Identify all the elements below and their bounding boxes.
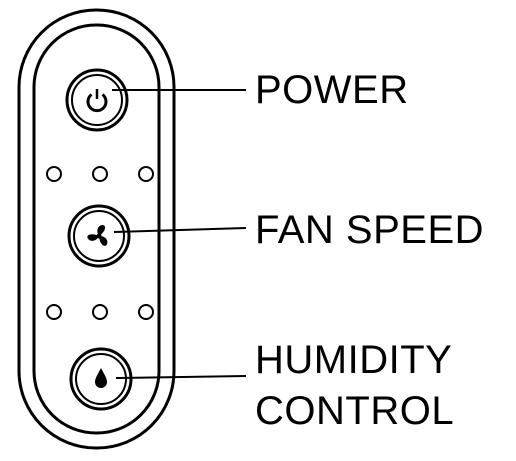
fan-speed-indicator-light (46, 166, 62, 182)
power-label: POWER (255, 68, 409, 112)
fan-speed-button[interactable] (67, 204, 131, 268)
humidity-indicator-light (46, 304, 62, 320)
power-button[interactable] (65, 68, 129, 132)
fan-speed-indicator-light (138, 166, 154, 182)
humidity-indicator-light (138, 304, 154, 320)
humidity-indicators (46, 304, 154, 320)
humidity-label-line2: CONTROL (255, 389, 455, 433)
fan-speed-indicators (46, 166, 154, 182)
humidity-leader-line (115, 375, 247, 379)
humidity-indicator-light (92, 304, 108, 320)
panel-outer-outline (17, 8, 176, 450)
fan-speed-label: FAN SPEED (255, 208, 485, 252)
humidity-label-line1: HUMIDITY (255, 338, 453, 382)
power-icon (86, 89, 108, 113)
fan-icon (87, 225, 108, 246)
panel-inner-outline (32, 23, 161, 435)
fan-speed-leader-line (113, 227, 247, 233)
water-drop-icon (95, 368, 107, 388)
humidity-control-button[interactable] (69, 347, 133, 411)
fan-speed-indicator-light (92, 166, 108, 182)
